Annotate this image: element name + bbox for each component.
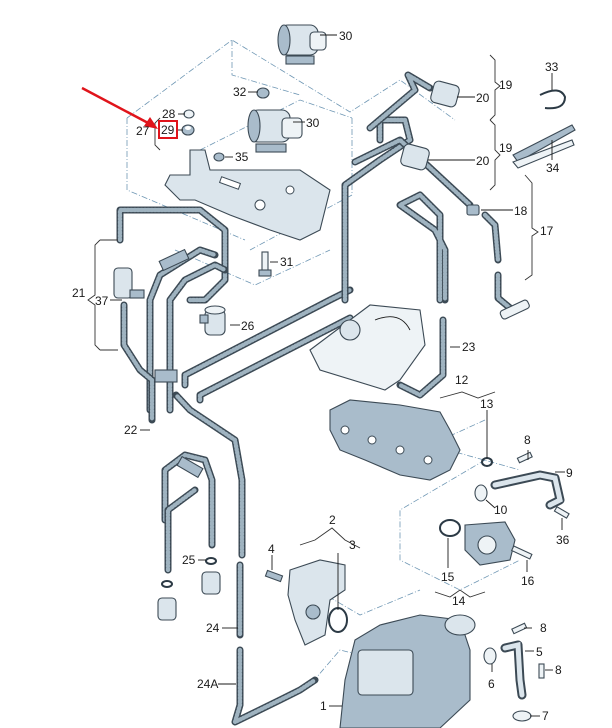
nut-32[interactable] (256, 87, 270, 99)
egr-pipe-5[interactable] (500, 640, 527, 700)
nut-28[interactable] (183, 109, 195, 119)
callout-32[interactable]: 32 (233, 85, 247, 99)
callout-3[interactable]: 3 (349, 538, 356, 552)
callout-14[interactable]: 14 (452, 594, 466, 608)
callout-34[interactable]: 34 (546, 161, 560, 175)
callout-5[interactable]: 5 (536, 645, 543, 659)
bolt-8-lower[interactable] (538, 663, 545, 679)
callout-27[interactable]: 27 (136, 124, 150, 138)
gasket-10[interactable] (474, 484, 488, 502)
filter-25-left[interactable] (157, 580, 177, 621)
callout-23[interactable]: 23 (462, 340, 476, 354)
callout-37[interactable]: 37 (95, 294, 109, 308)
nut-35[interactable] (213, 152, 225, 162)
callout-30-lower[interactable]: 30 (306, 116, 320, 130)
callout-20-upper[interactable]: 20 (476, 91, 490, 105)
callout-8-lower[interactable]: 8 (555, 663, 562, 677)
cylinder-head-cover[interactable] (309, 304, 426, 391)
egr-pipe-9[interactable] (490, 470, 565, 510)
bolt-31[interactable] (258, 251, 272, 277)
red-arrow-shaft (81, 86, 151, 126)
gasket-7[interactable] (512, 710, 532, 722)
callout-15[interactable]: 15 (441, 570, 455, 584)
callout-36[interactable]: 36 (556, 533, 570, 547)
hose-clip (176, 455, 204, 479)
filter-25-right[interactable] (201, 557, 221, 595)
leader-lines (110, 34, 565, 717)
housing-2[interactable] (287, 559, 346, 646)
callout-19-upper[interactable]: 19 (499, 78, 513, 92)
bolt-16[interactable] (510, 545, 533, 560)
bolt-4[interactable] (264, 569, 284, 583)
intake-manifold-12[interactable] (329, 399, 461, 481)
callout-21[interactable]: 21 (72, 286, 86, 300)
callout-10[interactable]: 10 (494, 503, 508, 517)
highlight-box-29 (158, 120, 178, 139)
callout-labels: 30 30 32 28 27 29 35 33 19 19 20 20 34 1… (72, 29, 573, 723)
bolt-8-mid[interactable] (511, 622, 528, 635)
callout-30-upper[interactable]: 30 (339, 29, 353, 43)
valve-37[interactable] (113, 267, 145, 299)
callout-12[interactable]: 12 (455, 373, 469, 387)
callout-31[interactable]: 31 (280, 255, 294, 269)
fitting-18[interactable] (466, 204, 480, 216)
red-arrow-head (144, 117, 158, 129)
callout-35[interactable]: 35 (235, 150, 249, 164)
mounting-bracket-27[interactable] (164, 149, 331, 241)
callout-8-mid[interactable]: 8 (540, 621, 547, 635)
callout-28[interactable]: 28 (162, 107, 176, 121)
callout-4[interactable]: 4 (268, 542, 275, 556)
filter-20-lower[interactable] (400, 143, 431, 171)
callout-24a[interactable]: 24A (197, 677, 218, 691)
hose-clips (154, 248, 204, 479)
bush-29[interactable] (181, 124, 195, 136)
o-ring-3[interactable] (328, 607, 348, 633)
callout-8-upper[interactable]: 8 (524, 433, 531, 447)
solenoid-valve-30-upper[interactable] (277, 24, 327, 65)
valve-26[interactable] (199, 305, 226, 336)
solenoid-valve-30-lower[interactable] (247, 109, 303, 153)
bolt-8-upper[interactable] (516, 451, 533, 464)
bracket-lines (87, 54, 539, 598)
callout-19-lower[interactable]: 19 (499, 141, 513, 155)
callout-26[interactable]: 26 (241, 319, 255, 333)
filter-20-upper[interactable] (430, 80, 461, 108)
callout-29[interactable]: 29 (161, 123, 175, 137)
highlight-annotation (81, 86, 178, 139)
hose-clip (154, 369, 178, 383)
callout-9[interactable]: 9 (566, 466, 573, 480)
callout-1[interactable]: 1 (320, 699, 327, 713)
gasket-6[interactable] (483, 647, 497, 665)
connector-17-end[interactable] (499, 299, 530, 320)
hose-clip (158, 248, 190, 272)
callout-33[interactable]: 33 (545, 60, 559, 74)
callout-16[interactable]: 16 (521, 574, 535, 588)
hose-clamp-33[interactable] (539, 89, 567, 110)
callout-17[interactable]: 17 (540, 224, 554, 238)
callout-7[interactable]: 7 (542, 709, 549, 723)
bolt-36[interactable] (553, 506, 570, 519)
module-1[interactable] (339, 614, 476, 728)
callout-25[interactable]: 25 (182, 553, 196, 567)
callout-20-lower[interactable]: 20 (476, 154, 490, 168)
o-ring-15[interactable] (439, 519, 461, 537)
callout-22[interactable]: 22 (124, 423, 138, 437)
hose-lines (116, 71, 514, 726)
callout-13[interactable]: 13 (480, 397, 494, 411)
connector-34[interactable] (512, 124, 576, 169)
callout-24[interactable]: 24 (206, 621, 220, 635)
throttle-body-14[interactable] (464, 521, 516, 566)
callout-18[interactable]: 18 (514, 204, 528, 218)
callout-6[interactable]: 6 (488, 677, 495, 691)
callout-2[interactable]: 2 (329, 513, 336, 527)
